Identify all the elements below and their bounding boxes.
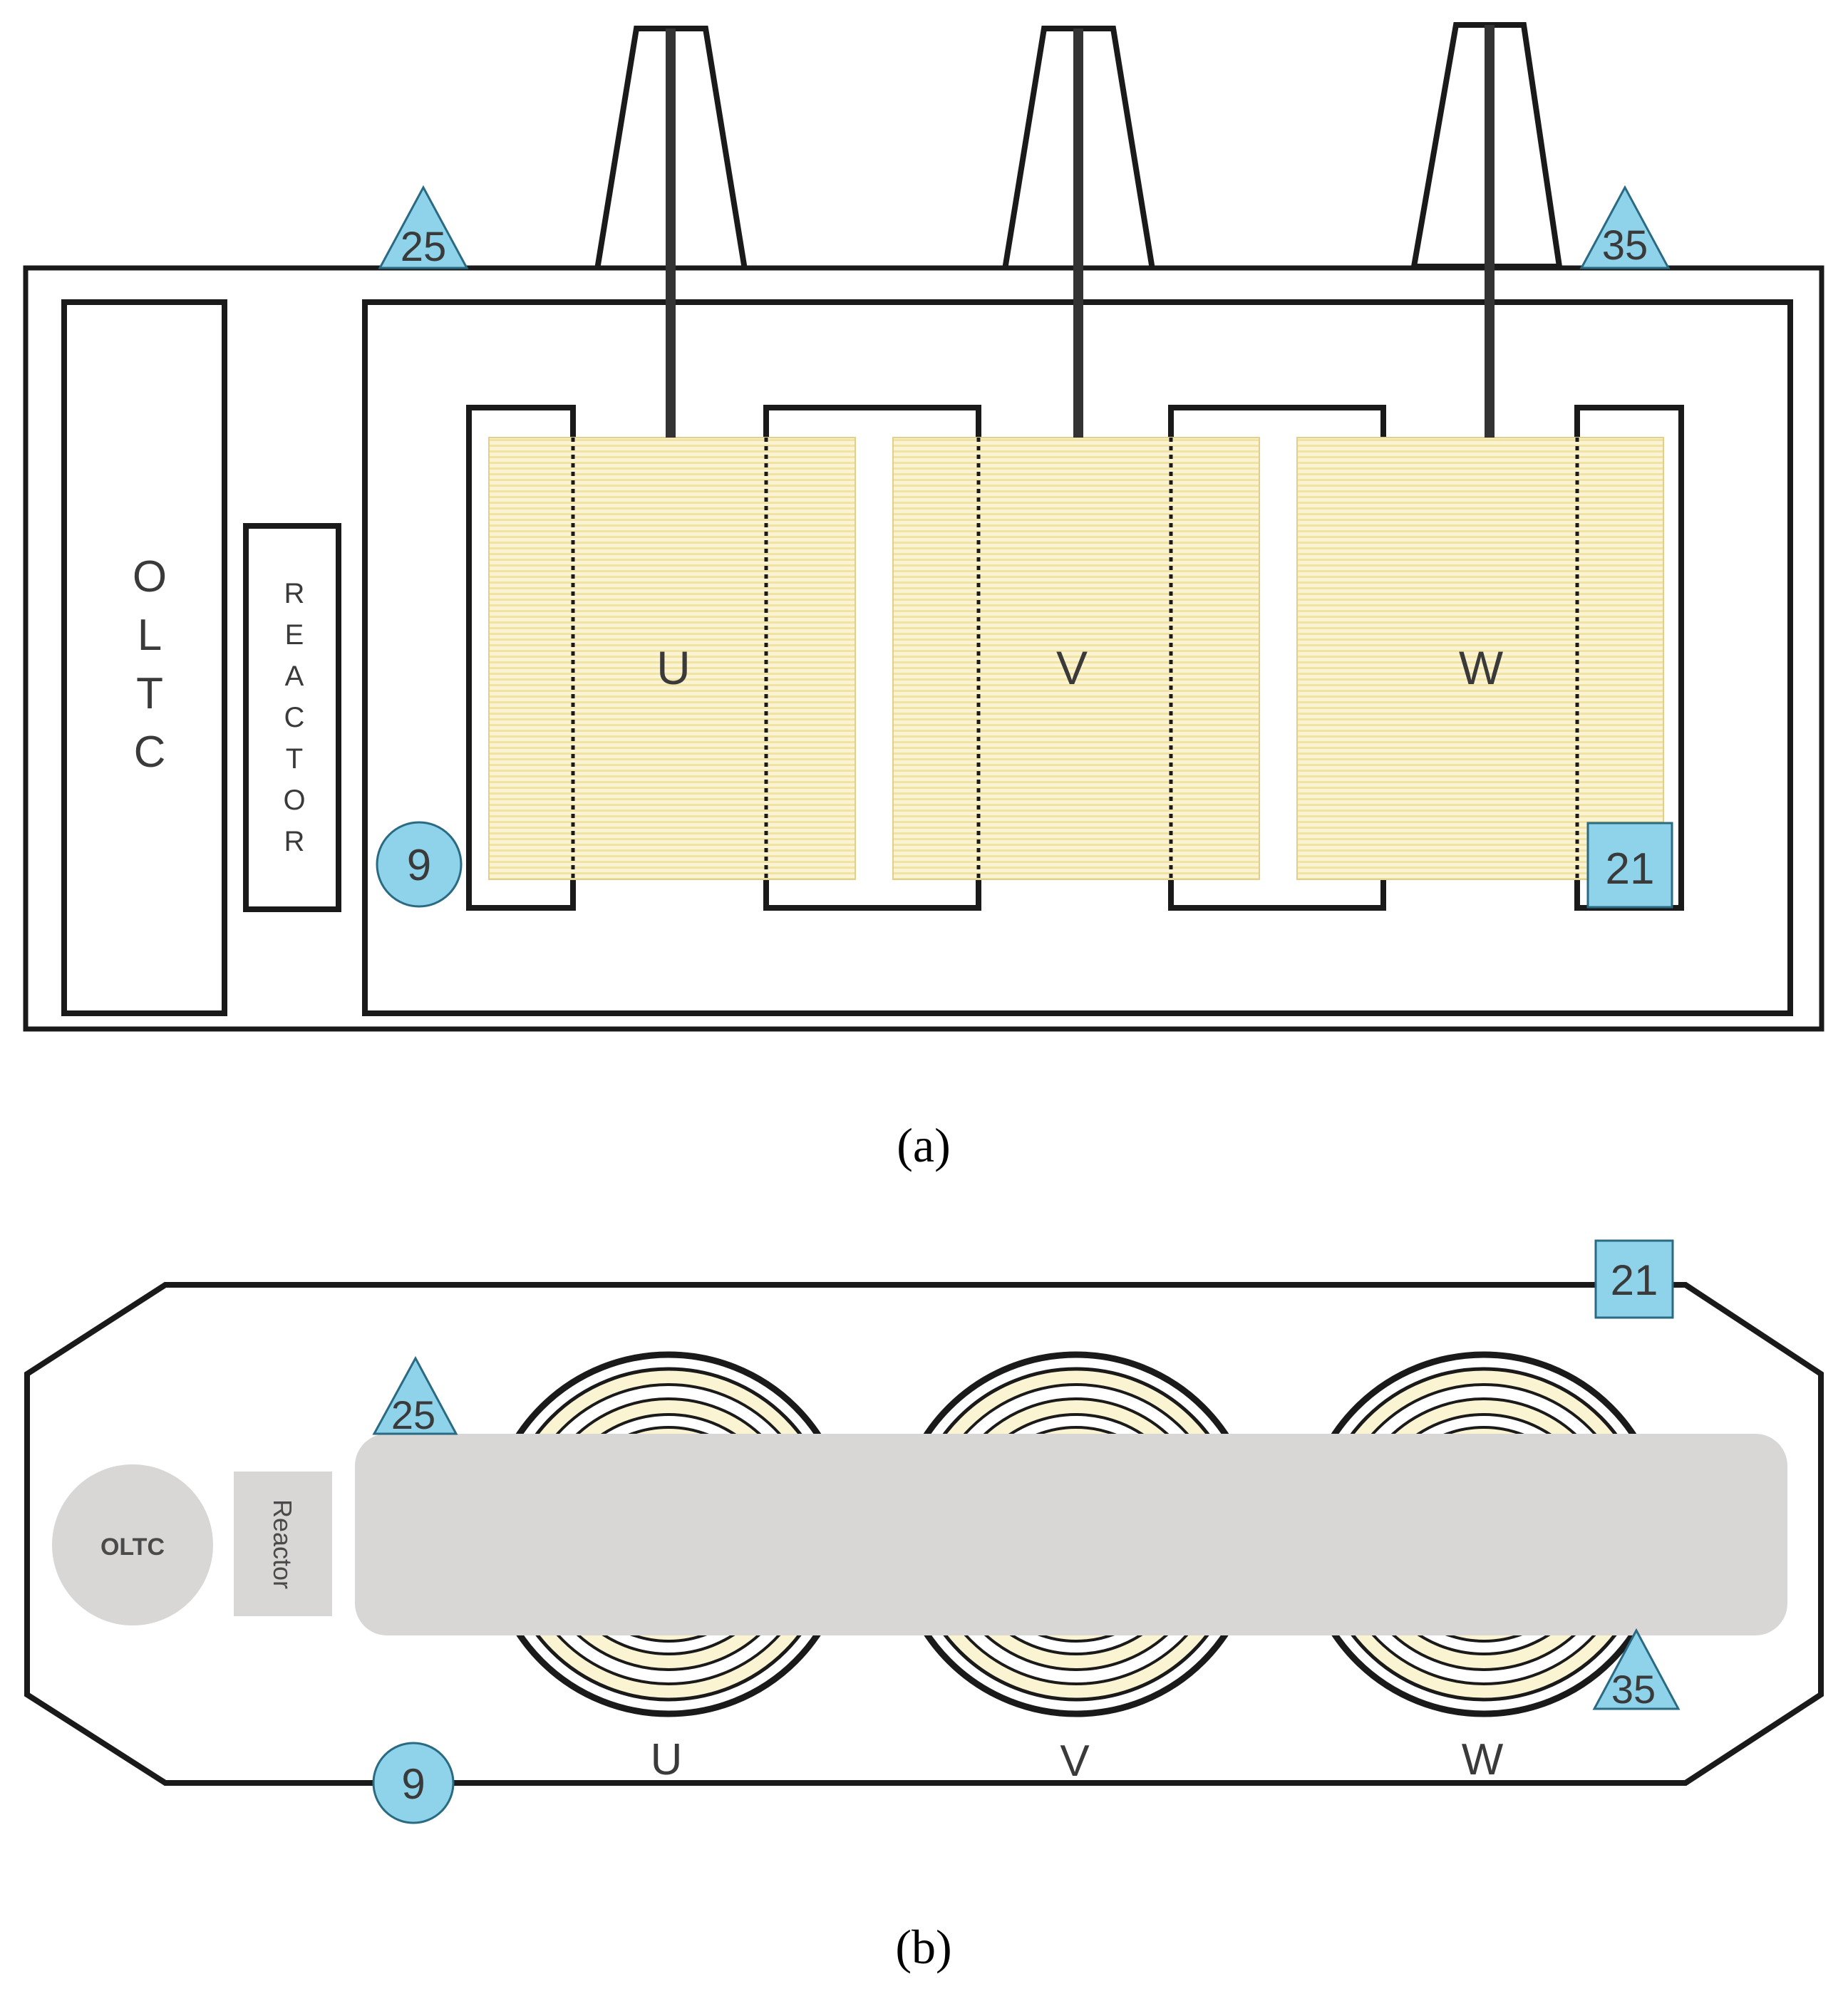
phase-label-u: U	[656, 641, 691, 694]
winding-u	[488, 437, 856, 880]
sensor-triangle-25: 25	[378, 185, 469, 270]
reactor-top-label: Reactor	[268, 1499, 297, 1589]
phase-label-v: V	[1056, 641, 1088, 694]
reactor-letter: C	[284, 702, 305, 733]
sensor-circle-9-top: 9	[372, 1742, 455, 1824]
caption-a: (a)	[897, 1118, 950, 1172]
sensor-label: 35	[1602, 222, 1648, 269]
reactor-letter: R	[284, 578, 305, 609]
phase-label-u: U	[651, 1735, 683, 1784]
core-hidden-edges	[571, 438, 1579, 879]
core-yoke-top	[355, 1434, 1787, 1635]
phase-labels-top: U V W	[651, 1735, 1504, 1786]
phase-label-v: V	[1060, 1737, 1090, 1786]
sensor-circle-9: 9	[376, 821, 463, 908]
oltc-top: OLTC	[52, 1464, 213, 1625]
reactor-letter: R	[284, 826, 305, 857]
sensor-label: 9	[407, 841, 431, 890]
winding-w	[1296, 437, 1664, 880]
caption-b: (b)	[895, 1920, 951, 1974]
sensor-label: 21	[1611, 1256, 1658, 1304]
oltc-letter: C	[134, 728, 166, 777]
sensor-label: 21	[1606, 844, 1655, 894]
reactor-compartment	[243, 523, 341, 912]
oltc-label: O L T C	[133, 552, 167, 777]
bushing-conductors	[666, 25, 1495, 438]
reactor-letter: T	[286, 743, 303, 775]
oltc-compartment	[61, 299, 227, 1016]
windings	[488, 437, 1664, 880]
oltc-top-label: OLTC	[100, 1534, 165, 1561]
sensor-triangle-35: 35	[1579, 185, 1671, 269]
oltc-letter: T	[136, 669, 163, 718]
oltc-letter: L	[138, 611, 162, 660]
reactor-letter: E	[285, 619, 304, 651]
sensor-label: 25	[401, 224, 447, 270]
sensor-label: 25	[391, 1392, 435, 1437]
sensor-triangle-25-top: 25	[372, 1355, 458, 1437]
winding-v	[892, 437, 1260, 880]
reactor-top: Reactor	[234, 1472, 332, 1616]
sensor-square-21: 21	[1586, 822, 1673, 909]
phase-labels: U V W	[656, 641, 1504, 694]
sensor-triangle-35-top: 35	[1592, 1628, 1681, 1712]
oltc-letter: O	[133, 552, 167, 601]
sensor-label: 35	[1611, 1667, 1656, 1712]
sensor-label: 9	[401, 1760, 425, 1808]
phase-label-w: W	[1459, 641, 1504, 694]
sensor-square-21-top: 21	[1594, 1239, 1674, 1319]
reactor-label: R E A C T O R	[283, 578, 305, 857]
panel-a-side-view: O L T C R E A C T O R	[23, 22, 1824, 1172]
panel-b-top-view: OLTC Reactor U V W 21 25 35 9	[24, 1239, 1824, 1974]
phase-label-w: W	[1462, 1735, 1504, 1784]
reactor-letter: O	[283, 785, 305, 816]
reactor-letter: A	[285, 661, 304, 692]
